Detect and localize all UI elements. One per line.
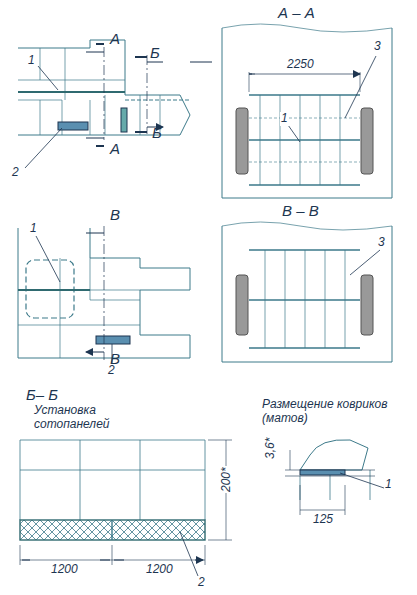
- callout-number: 3: [374, 40, 381, 54]
- dimension: 1200: [50, 563, 79, 577]
- caption: Размещение ковриков (матов): [262, 398, 392, 426]
- callout-number: 3: [378, 236, 385, 250]
- top-view: [18, 40, 212, 168]
- section-title: Б– Б: [26, 386, 58, 403]
- section-title: В – В: [282, 202, 319, 219]
- dimension: 200*: [220, 467, 234, 494]
- lower-plan-view: [18, 226, 190, 364]
- callout-number: 2: [198, 576, 205, 590]
- section-mark: А: [110, 30, 120, 47]
- callout-number: 1: [385, 478, 392, 492]
- dimension: 125: [312, 513, 334, 527]
- dimension: 2250: [286, 58, 315, 72]
- callout-number: 1: [30, 222, 37, 236]
- dimension: 1200: [145, 563, 174, 577]
- caption: Установка сотопанелей: [34, 404, 134, 432]
- callout-number: 1: [28, 54, 35, 68]
- section-v-v: [222, 222, 392, 362]
- callout-number: 2: [12, 166, 19, 180]
- section-mark: А: [110, 140, 120, 157]
- section-mark: В: [110, 350, 120, 367]
- section-a-a: [222, 24, 392, 198]
- mat-placement: [285, 440, 384, 515]
- section-mark: В: [110, 206, 120, 223]
- dimension: 3,6*: [264, 436, 278, 459]
- section-mark: Б: [150, 44, 160, 61]
- callout-number: 1: [280, 112, 289, 126]
- section-title: А – А: [278, 4, 315, 21]
- section-mark: Б: [152, 124, 162, 141]
- section-b-b: [20, 440, 232, 576]
